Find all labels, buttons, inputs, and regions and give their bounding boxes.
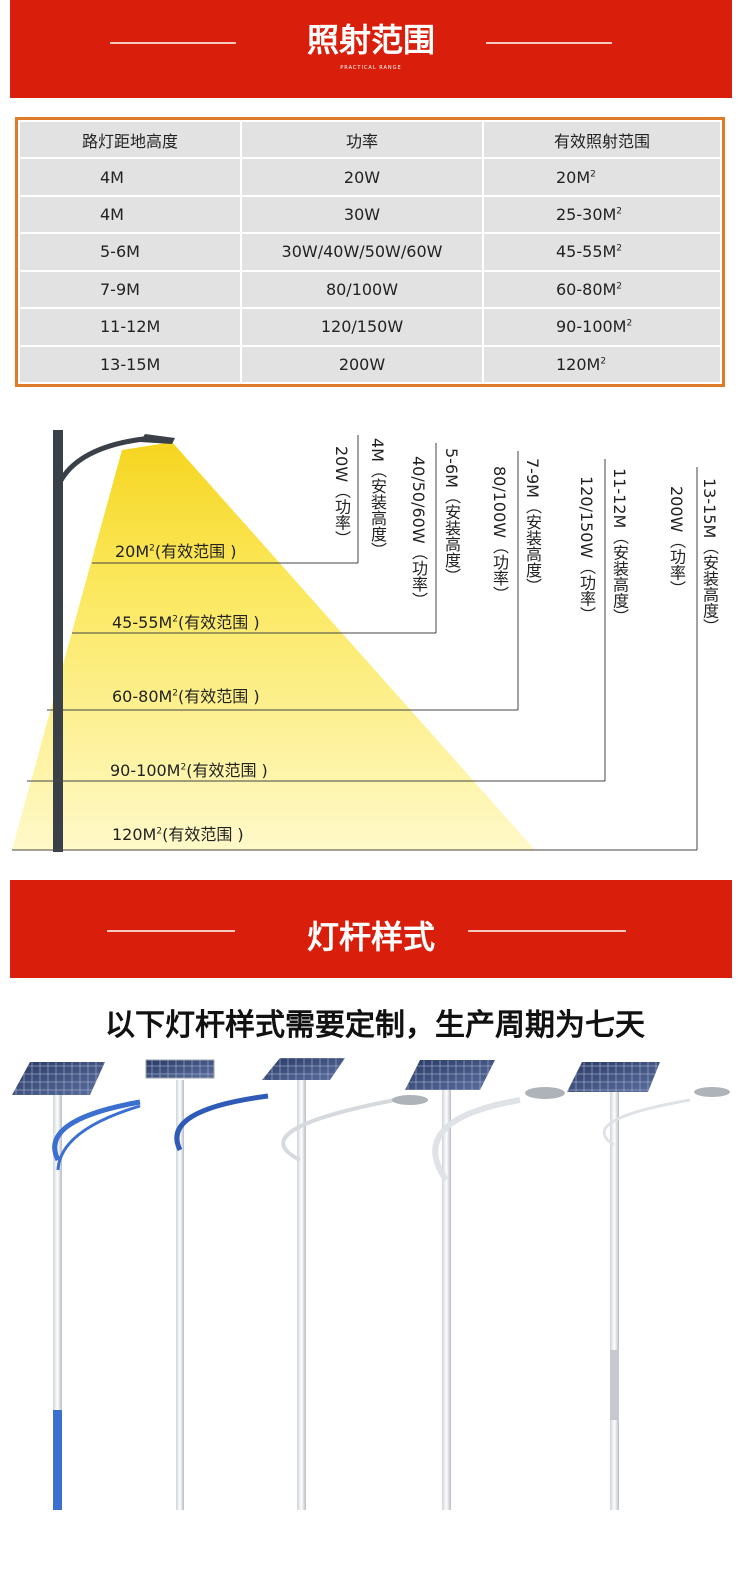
coverage-sup: 2	[172, 614, 179, 625]
power-label: 80/100W（功率）	[490, 466, 509, 603]
pole-style-3	[262, 1058, 428, 1510]
range-unit-sup: 2	[616, 206, 623, 217]
range-unit-sup: 2	[590, 169, 596, 180]
cell-height: 11-12M	[20, 309, 240, 345]
banner-divider-right	[468, 930, 626, 932]
table-header-power: 功率	[242, 122, 482, 158]
table-header-range: 有效照射范围	[484, 122, 720, 158]
range-unit-sup: 2	[600, 356, 607, 367]
lamp-head-icon	[140, 434, 175, 444]
cell-range: 45-55M2	[484, 234, 720, 270]
coverage-note: (有效范围 )	[186, 761, 268, 780]
coverage-note: (有效范围 )	[154, 542, 237, 561]
range-unit-sup: 2	[616, 244, 623, 255]
range-value: 20M	[556, 167, 591, 187]
coverage-label: 45-55M2(有效范围 )	[112, 609, 260, 633]
range-value: 90-100M	[556, 317, 627, 337]
cell-height: 5-6M	[20, 234, 240, 270]
cell-range: 20M2	[484, 159, 720, 195]
range-value: 60-80M	[556, 279, 617, 299]
pole-style-5	[567, 1062, 730, 1510]
section-subtitle-range: PRACTICAL RANGE	[340, 65, 402, 71]
banner-divider-right	[486, 42, 612, 44]
cell-power: 30W	[242, 196, 482, 233]
coverage-sup: 2	[156, 826, 163, 837]
cell-power: 120/150W	[242, 309, 482, 345]
pole-style-2	[145, 1059, 269, 1510]
lamp-arm	[57, 435, 153, 484]
coverage-range: 120M	[112, 825, 157, 844]
custom-note: 以下灯杆样式需要定制，生产周期为七天	[105, 1008, 645, 1043]
coverage-label: 90-100M2(有效范围 )	[110, 757, 268, 781]
pole-style-1	[12, 1062, 141, 1510]
coverage-note: (有效范围 )	[178, 687, 260, 706]
install-height-label: 13-15M（安装高度）	[700, 478, 719, 635]
range-value: 25-30M	[556, 205, 617, 225]
table-header-height: 路灯距地高度	[20, 122, 240, 158]
power-label: 200W（功率）	[667, 486, 686, 597]
coverage-sup: 2	[180, 762, 187, 773]
cell-range: 90-100M2	[484, 309, 720, 345]
coverage-sup: 2	[149, 543, 155, 554]
power-label: 40/50/60W（功率）	[409, 456, 428, 608]
power-label: 20W（功率）	[332, 446, 351, 547]
power-label: 120/150W（功率）	[577, 476, 596, 623]
coverage-note: (有效范围 )	[178, 613, 260, 632]
install-height-label: 5-6M（安装高度）	[442, 448, 461, 584]
pole-styles-gallery	[12, 1058, 730, 1510]
light-beam	[12, 442, 535, 850]
section-title-range: 照射范围	[306, 21, 435, 59]
banner-divider-left	[107, 930, 235, 932]
coverage-range: 45-55M	[112, 613, 173, 632]
range-value: 120M	[556, 354, 601, 374]
diagram-graphic	[12, 430, 698, 852]
cell-power: 20W	[242, 159, 482, 195]
pole-style-4	[405, 1060, 565, 1510]
coverage-label: 20M2(有效范围 )	[115, 538, 236, 562]
cell-range: 120M2	[484, 346, 720, 382]
range-unit-sup: 2	[616, 281, 623, 292]
coverage-range: 90-100M	[110, 761, 181, 780]
table-header-row: 路灯距地高度 功率 有效照射范围	[20, 122, 720, 158]
coverage-label: 60-80M2(有效范围 )	[112, 683, 260, 707]
illumination-diagram: 20M2(有效范围 )45-55M2(有效范围 )60-80M2(有效范围 )9…	[0, 420, 750, 860]
lamp-pole	[53, 430, 63, 852]
banner-divider-left	[110, 42, 236, 44]
cell-power: 80/100W	[242, 271, 482, 308]
coverage-note: (有效范围 )	[162, 825, 244, 844]
install-height-label: 4M（安装高度）	[368, 438, 387, 558]
section-banner-range: 照射范围 PRACTICAL RANGE	[10, 0, 732, 98]
coverage-label: 120M2(有效范围 )	[112, 821, 244, 845]
cell-range: 25-30M2	[484, 196, 720, 233]
cell-power: 30W/40W/50W/60W	[242, 234, 482, 270]
range-unit-sup: 2	[626, 319, 633, 329]
cell-height: 4M	[20, 196, 240, 233]
coverage-range: 60-80M	[112, 687, 173, 706]
install-height-label: 7-9M（安装高度）	[523, 458, 542, 594]
install-height-label: 11-12M（安装高度）	[610, 468, 629, 625]
coverage-sup: 2	[172, 688, 179, 699]
cell-height: 13-15M	[20, 346, 240, 382]
cell-height: 4M	[20, 159, 240, 195]
section-title-poles: 灯杆样式	[306, 918, 435, 956]
range-value: 45-55M	[556, 242, 617, 262]
cell-range: 60-80M2	[484, 271, 720, 308]
coverage-range: 20M	[115, 542, 150, 561]
cell-power: 200W	[242, 346, 482, 382]
section-banner-poles: 灯杆样式	[10, 880, 732, 978]
cell-height: 7-9M	[20, 271, 240, 308]
